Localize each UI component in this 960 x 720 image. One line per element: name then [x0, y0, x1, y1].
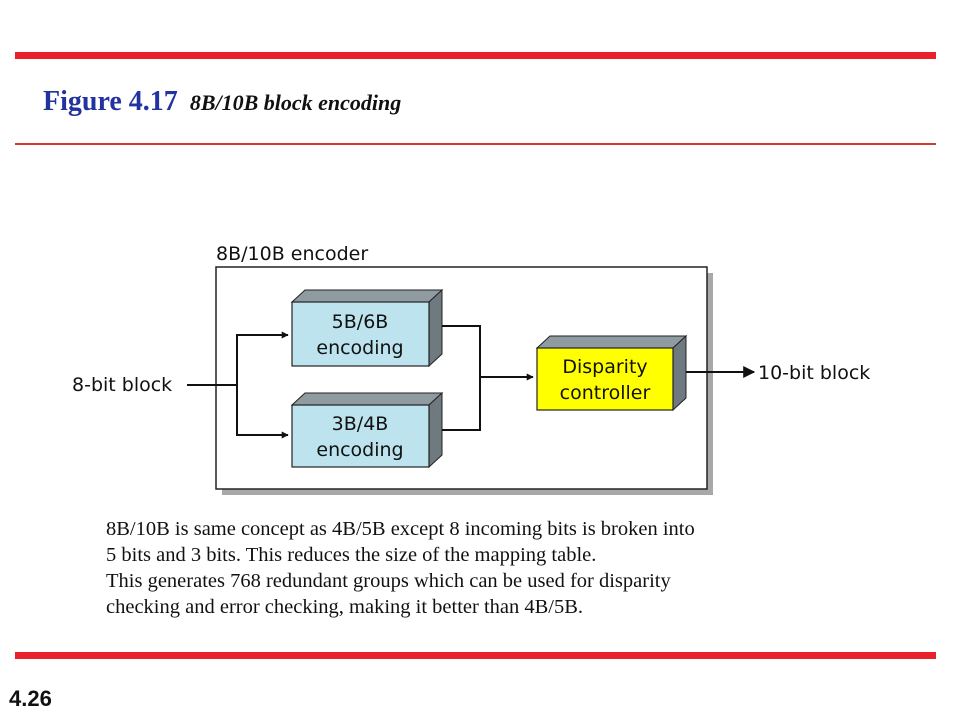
description-line: This generates 768 redundant groups whic… [106, 570, 671, 592]
block-5b6b-line2: encoding [316, 337, 403, 359]
input-label: 8-bit block [72, 374, 172, 396]
slide-title: Figure 4.17 8B/10B block encoding [43, 88, 401, 116]
disparity-line2: controller [560, 382, 651, 404]
block-3b4b-line2: encoding [316, 439, 403, 461]
arrow-to-3b4b [236, 385, 289, 439]
figure-number: Figure 4.17 [43, 86, 178, 117]
description-line: checking and error checking, making it b… [106, 596, 584, 618]
output-label: 10-bit block [758, 362, 870, 384]
encoder-label: 8B/10B encoder [216, 243, 368, 265]
block-5b6b-line1: 5B/6B [332, 311, 389, 333]
disparity-line1: Disparity [562, 356, 647, 378]
title-underline [15, 143, 936, 145]
description-line: 8B/10B is same concept as 4B/5B except 8… [106, 518, 695, 540]
description-line: 5 bits and 3 bits. This reduces the size… [106, 544, 597, 566]
figure-caption: 8B/10B block encoding [189, 90, 402, 115]
top-rule [15, 52, 936, 59]
block-3b4b-line1: 3B/4B [332, 413, 389, 435]
connector-lines [187, 325, 756, 439]
disparity-controller: Disparity controller [535, 334, 688, 412]
page-number: 4.26 [9, 686, 52, 711]
block-3b4b: 3B/4B encoding [290, 391, 444, 469]
bottom-rule [15, 652, 936, 659]
block-5b6b: 5B/6B encoding [290, 288, 444, 368]
description-text: 8B/10B is same concept as 4B/5B except 8… [106, 516, 866, 620]
